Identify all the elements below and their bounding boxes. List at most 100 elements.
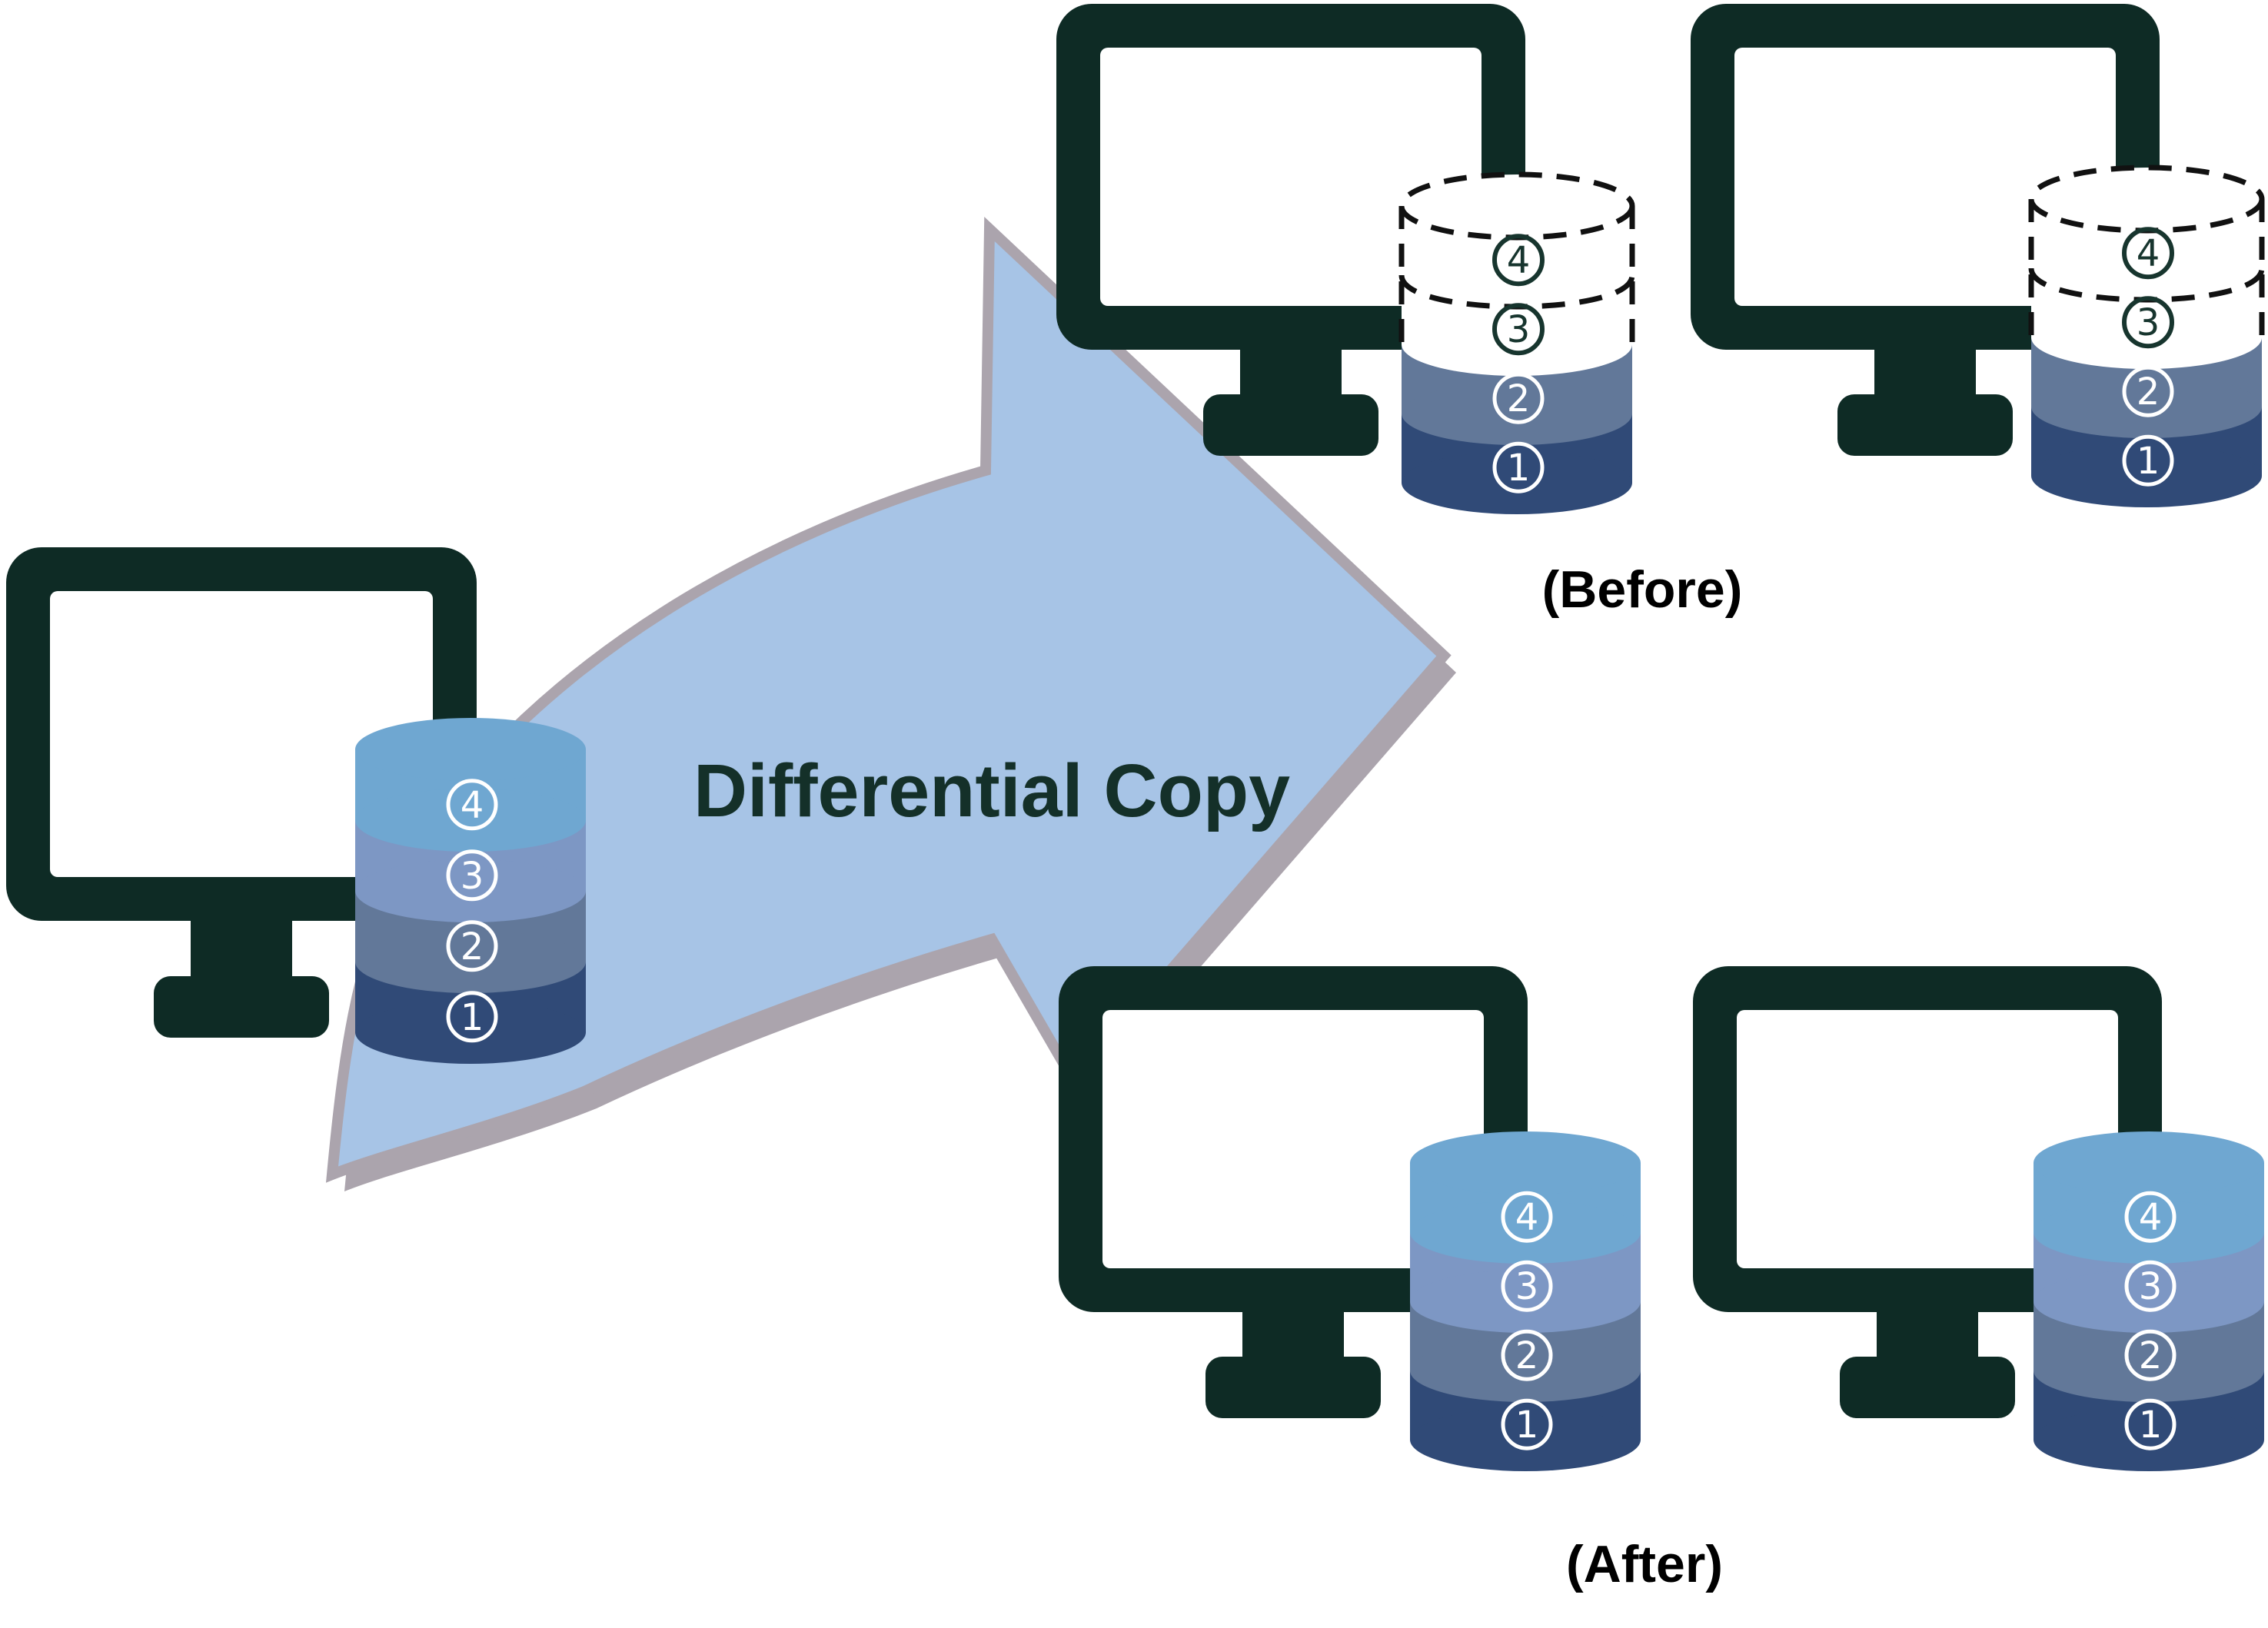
db-number-text: 2	[1507, 377, 1531, 420]
db-missing-top	[1402, 174, 1632, 238]
db-number-text: 4	[1515, 1196, 1539, 1239]
db-number-text: 4	[2137, 232, 2160, 275]
db-top-ellipse	[355, 718, 586, 781]
db-number-circle	[446, 779, 498, 831]
db-top-ellipse	[1410, 1131, 1641, 1194]
monitor-stand-base	[1837, 394, 2013, 456]
db-missing-bulge	[1402, 313, 1632, 376]
source-database: 4 3 2 1	[355, 718, 586, 1064]
db-layer-number-4: 4	[2122, 227, 2174, 280]
db-number-circle	[1492, 441, 1545, 493]
db-layer-number-2: 2	[1492, 372, 1545, 424]
db-layer-number-3: 3	[2124, 1260, 2177, 1312]
db-layer-number-4: 4	[446, 779, 498, 831]
db-band-bulge	[2034, 1339, 2264, 1402]
db-missing-top	[2031, 168, 2262, 231]
db-missing-bulge	[2031, 306, 2262, 369]
db-number-text: 2	[1515, 1334, 1539, 1377]
db-number-text: 2	[461, 925, 484, 968]
db-missing-layers	[2028, 164, 2265, 369]
monitor-screen	[50, 591, 433, 877]
monitor-screen	[1102, 1010, 1484, 1268]
db-band-bulge	[1410, 1408, 1641, 1471]
db-band-bulge	[2034, 1201, 2264, 1264]
db-band-bulge	[355, 1001, 586, 1064]
db-number-text: 4	[461, 784, 484, 827]
source-computer	[6, 547, 477, 1038]
db-layer-number-1: 1	[2122, 434, 2174, 487]
db-number-circle	[2122, 227, 2174, 280]
db-layer-number-4: 4	[1492, 234, 1545, 287]
monitor-stand-base	[154, 976, 329, 1038]
db-number-circle	[446, 991, 498, 1043]
monitor-screen	[1734, 48, 2116, 306]
db-layer-number-3: 3	[1501, 1260, 1553, 1312]
db-number-circle	[1501, 1329, 1553, 1381]
db-band-bulge	[1402, 451, 1632, 514]
db-band-bulge	[1402, 382, 1632, 445]
after-database-2: 4 3 2 1	[2034, 1131, 2264, 1471]
db-number-circle	[2124, 1329, 2177, 1381]
db-number-circle	[1501, 1398, 1553, 1450]
db-number-circle	[2122, 296, 2174, 349]
db-number-text: 1	[1507, 447, 1531, 490]
db-number-circle	[446, 849, 498, 902]
before-database-2: 4 3 2 1	[2028, 164, 2265, 507]
db-number-text: 3	[2137, 301, 2160, 344]
after-database-1: 4 3 2 1	[1410, 1131, 1641, 1471]
after-label: (After)	[1566, 1535, 1723, 1593]
db-layer-number-3: 3	[446, 849, 498, 902]
db-number-text: 4	[1507, 239, 1531, 282]
db-band-bulge	[355, 789, 586, 852]
db-number-text: 3	[2139, 1265, 2163, 1308]
db-number-circle	[2124, 1398, 2177, 1450]
db-number-text: 2	[2137, 370, 2160, 414]
before-database-1: 4 3 2 1	[1398, 171, 1635, 514]
db-number-text: 1	[461, 996, 484, 1039]
db-missing-layers	[1398, 171, 1635, 376]
arrow-label: Differential Copy	[693, 749, 1290, 832]
db-number-circle	[2122, 365, 2174, 417]
db-band-bulge	[2031, 444, 2262, 507]
db-band-bulge	[2031, 375, 2262, 438]
db-number-text: 3	[1515, 1265, 1539, 1308]
db-number-text: 3	[1507, 308, 1531, 351]
db-band-bulge	[355, 930, 586, 993]
monitor-stand-base	[1840, 1357, 2015, 1418]
db-layer-number-2: 2	[2122, 365, 2174, 417]
db-number-circle	[446, 920, 498, 972]
monitor-screen	[1737, 1010, 2118, 1268]
db-number-text: 1	[2137, 440, 2160, 483]
monitor-stand-neck	[1874, 345, 1976, 399]
db-number-circle	[1492, 303, 1545, 356]
db-band-bulge	[2034, 1408, 2264, 1471]
monitor-stand-neck	[1877, 1307, 1978, 1361]
monitor-stand-neck	[191, 916, 292, 981]
db-layer-number-1: 1	[2124, 1398, 2177, 1450]
db-layer-number-2: 2	[1501, 1329, 1553, 1381]
db-number-circle	[2124, 1191, 2177, 1243]
db-number-circle	[2122, 434, 2174, 487]
monitor-stand-neck	[1242, 1307, 1344, 1361]
before-label: (Before)	[1542, 560, 1743, 619]
db-number-circle	[1501, 1191, 1553, 1243]
db-layer-number-1: 1	[1501, 1398, 1553, 1450]
db-band-bulge	[355, 859, 586, 922]
db-layer-number-4: 4	[1501, 1191, 1553, 1243]
db-layer-number-2: 2	[446, 920, 498, 972]
db-layer-number-3: 3	[2122, 296, 2174, 349]
monitor-stand-neck	[1240, 345, 1342, 399]
db-number-circle	[2124, 1260, 2177, 1312]
db-band-bulge	[2034, 1270, 2264, 1333]
db-layer-number-4: 4	[2124, 1191, 2177, 1243]
db-top-ellipse	[2034, 1131, 2264, 1194]
db-band-bulge	[1410, 1270, 1641, 1333]
db-number-text: 2	[2139, 1334, 2163, 1377]
db-band-bulge	[1410, 1339, 1641, 1402]
db-number-text: 1	[2139, 1404, 2163, 1447]
db-number-text: 4	[2139, 1196, 2163, 1239]
db-layer-number-2: 2	[2124, 1329, 2177, 1381]
db-number-text: 1	[1515, 1404, 1539, 1447]
db-band-bulge	[1410, 1201, 1641, 1264]
